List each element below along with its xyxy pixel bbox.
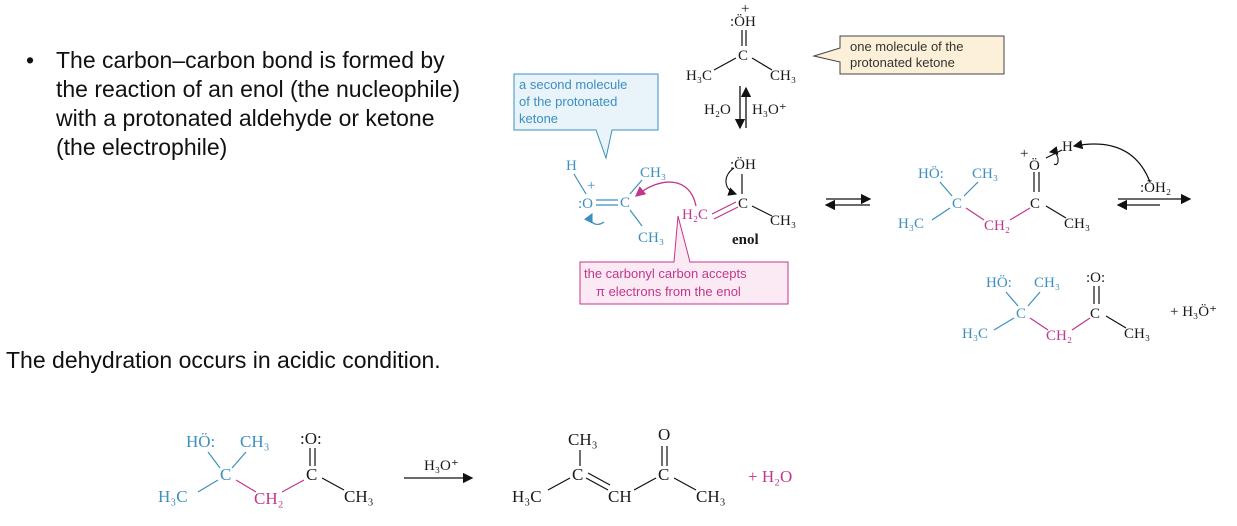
hydronium-label: H₃O⁺ [752,102,787,118]
carbonyl-carbon-label: C [306,465,317,484]
ch3-top-label: CH₃ [640,165,666,181]
bullet-symbol: • [26,47,35,73]
callout-second-line1: a second molecule [519,77,627,92]
equilibrium-arrows-2: :ÖH₂ [1116,179,1192,211]
carbon-label: C [952,196,962,212]
protonated-aldol-intermediate: HÖ: CH₃ C H₃C CH₂ C + Ö H CH₃ [898,139,1151,234]
ch3-bottom-label: CH₃ [638,230,664,246]
h3o-reagent-label: H₃O⁺ [424,458,459,474]
carbon-label: C [620,195,630,211]
bullet-text: The carbon–carbon bond is formed by the … [56,47,461,160]
enol-ch3-label: CH₃ [770,213,796,229]
dehydration-reactant: HÖ: CH₃ C H₃C CH₂ C :O: CH₃ [158,429,374,508]
aldol-product-right: HÖ: CH₃ C H₃C CH₂ C :O: CH₃ + H₃Ö⁺ [962,270,1217,344]
ch3-label: CH₃ [972,166,998,182]
ch3-right-label: CH₃ [344,487,374,506]
carbonyl-carbon-label: C [658,465,669,484]
carbon-label: C [738,48,748,64]
ho-label: HÖ: [186,432,215,451]
water-label: H₂O [704,102,731,118]
h-atom-label: H [566,158,577,174]
callout-accepts-line2: π electrons from the enol [596,284,741,299]
ch3-label: CH₃ [240,432,270,451]
h2c-label: H₂C [682,207,708,223]
bullet-paragraph: • The carbon–carbon bond is formed by th… [26,46,466,162]
h3c-label: H₃C [962,326,988,342]
carbonyl-carbon-label: C [1030,196,1040,212]
h3c-label: H₃C [512,487,542,506]
ch2-label: CH₂ [984,218,1010,234]
ch2-label: CH₂ [1046,328,1072,344]
callout-carbonyl-accepts: the carbonyl carbon accepts π electrons … [579,215,789,305]
enol-molecule: :ÖH C H₂C CH₃ enol [635,156,796,248]
carbonyl-oxygen-label: O [658,425,670,444]
ch-label: CH [608,487,632,506]
plus-h3o-label: + H₃Ö⁺ [1170,303,1217,320]
carbon-label: C [1016,306,1026,322]
ch3-label: CH₃ [1034,275,1060,291]
dehydration-statement: The dehydration occurs in acidic conditi… [6,347,441,373]
oxygen-plus-label: Ö [1029,157,1040,174]
h3c-label: H₃C [686,68,712,84]
callout-second-molecule: a second molecule of the protonated keto… [513,73,659,160]
dehydration-product: CH₃ C H₃C CH C O CH₃ + H₂O [512,425,792,506]
ch2-label: CH₂ [254,489,284,508]
ch3-right-label: CH₃ [1064,216,1090,232]
callout-one-line2: protonated ketone [850,55,955,70]
oh2-label: :ÖH₂ [1140,179,1171,196]
callout-second-line3: ketone [519,111,558,126]
h3c-label: H₃C [898,216,924,232]
dehydration-arrow: H₃O⁺ [404,458,474,484]
ho-label: HÖ: [986,274,1012,291]
carbonyl-oxygen-label: :O: [300,429,322,448]
electrophile-protonated-ketone: H + :O C CH₃ CH₃ [566,158,666,246]
carbonyl-carbon-label: C [1090,306,1100,322]
h3c-label: H₃C [158,487,188,506]
enol-oh-label: :ÖH [730,156,756,173]
ch3-right-label: CH₃ [696,487,726,506]
oh-plus-label: :ÖH [730,13,756,30]
carbonyl-oxygen-label: :O: [1086,270,1105,286]
callout-one-line1: one molecule of the [850,39,963,54]
o-plus-charge: + [1020,146,1028,162]
callout-accepts-line1: the carbonyl carbon accepts [584,266,747,281]
plus-charge: + [741,1,749,17]
protonated-ketone-top: + :ÖH C H₃C CH₃ [686,1,796,84]
h-atom-label: H [1062,139,1073,155]
plus-water-label: + H₂O [748,467,792,486]
alkene-carbon-label: C [572,465,583,484]
enol-label: enol [732,232,759,248]
carbon-label: C [220,465,231,484]
proton-transfer-equilibrium: H₂O H₃O⁺ [704,86,787,130]
callout-second-line2: of the protonated [519,94,617,109]
ch3-top-label: CH₃ [568,430,598,449]
callout-one-molecule: one molecule of the protonated ketone [812,35,1005,75]
equilibrium-arrows-1 [824,193,872,211]
ch3-right-label: CH₃ [1124,326,1150,342]
ho-label: HÖ: [918,165,944,182]
o-plus-charge: + [587,178,595,194]
enol-carbon-label: C [738,196,748,212]
oxygen-label: :O [578,196,593,212]
ch3-label: CH₃ [770,68,796,84]
